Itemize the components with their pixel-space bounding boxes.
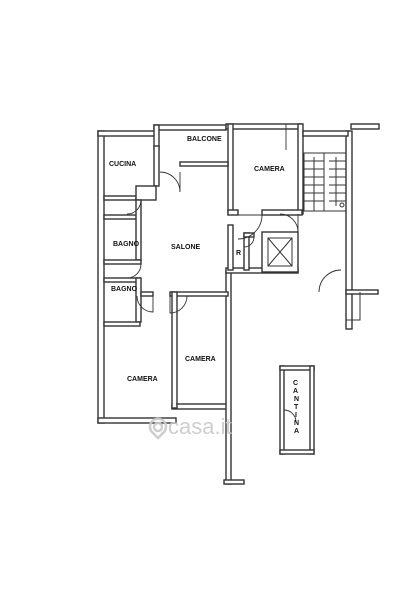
room-labels: CUCINA BALCONE CAMERA BAGNO SALONE R BAG… [109,136,285,383]
room-label-camera-bottom-mid: CAMERA [185,356,216,363]
interior-walls [103,145,303,409]
cantina-label: C A N T I N A [293,380,299,435]
cantina-letter: N [294,420,299,427]
watermark-text: casa.it [168,414,232,439]
cantina-block [279,365,315,455]
house-logo-icon [148,417,168,440]
room-label-cucina: CUCINA [109,161,136,168]
cantina-letter: A [294,428,299,435]
cantina-letter: N [294,396,299,403]
cantina-letter: A [293,388,298,395]
casa-it-watermark: casa.it [148,414,232,440]
cantina-letter: C [293,380,298,387]
apartment-walls [97,123,380,485]
room-label-bagno-1: BAGNO [113,241,140,248]
room-label-balcone: BALCONE [187,136,222,143]
room-label-r: R [236,250,241,257]
doors [126,124,342,405]
cantina-letter: T [294,404,299,411]
room-label-camera-top: CAMERA [254,166,285,173]
cantina-letter: I [295,412,297,419]
room-label-salone: SALONE [171,244,201,251]
staircase [303,152,361,321]
room-label-bagno-2: BAGNO [111,286,138,293]
room-label-camera-bottom-left: CAMERA [127,376,158,383]
